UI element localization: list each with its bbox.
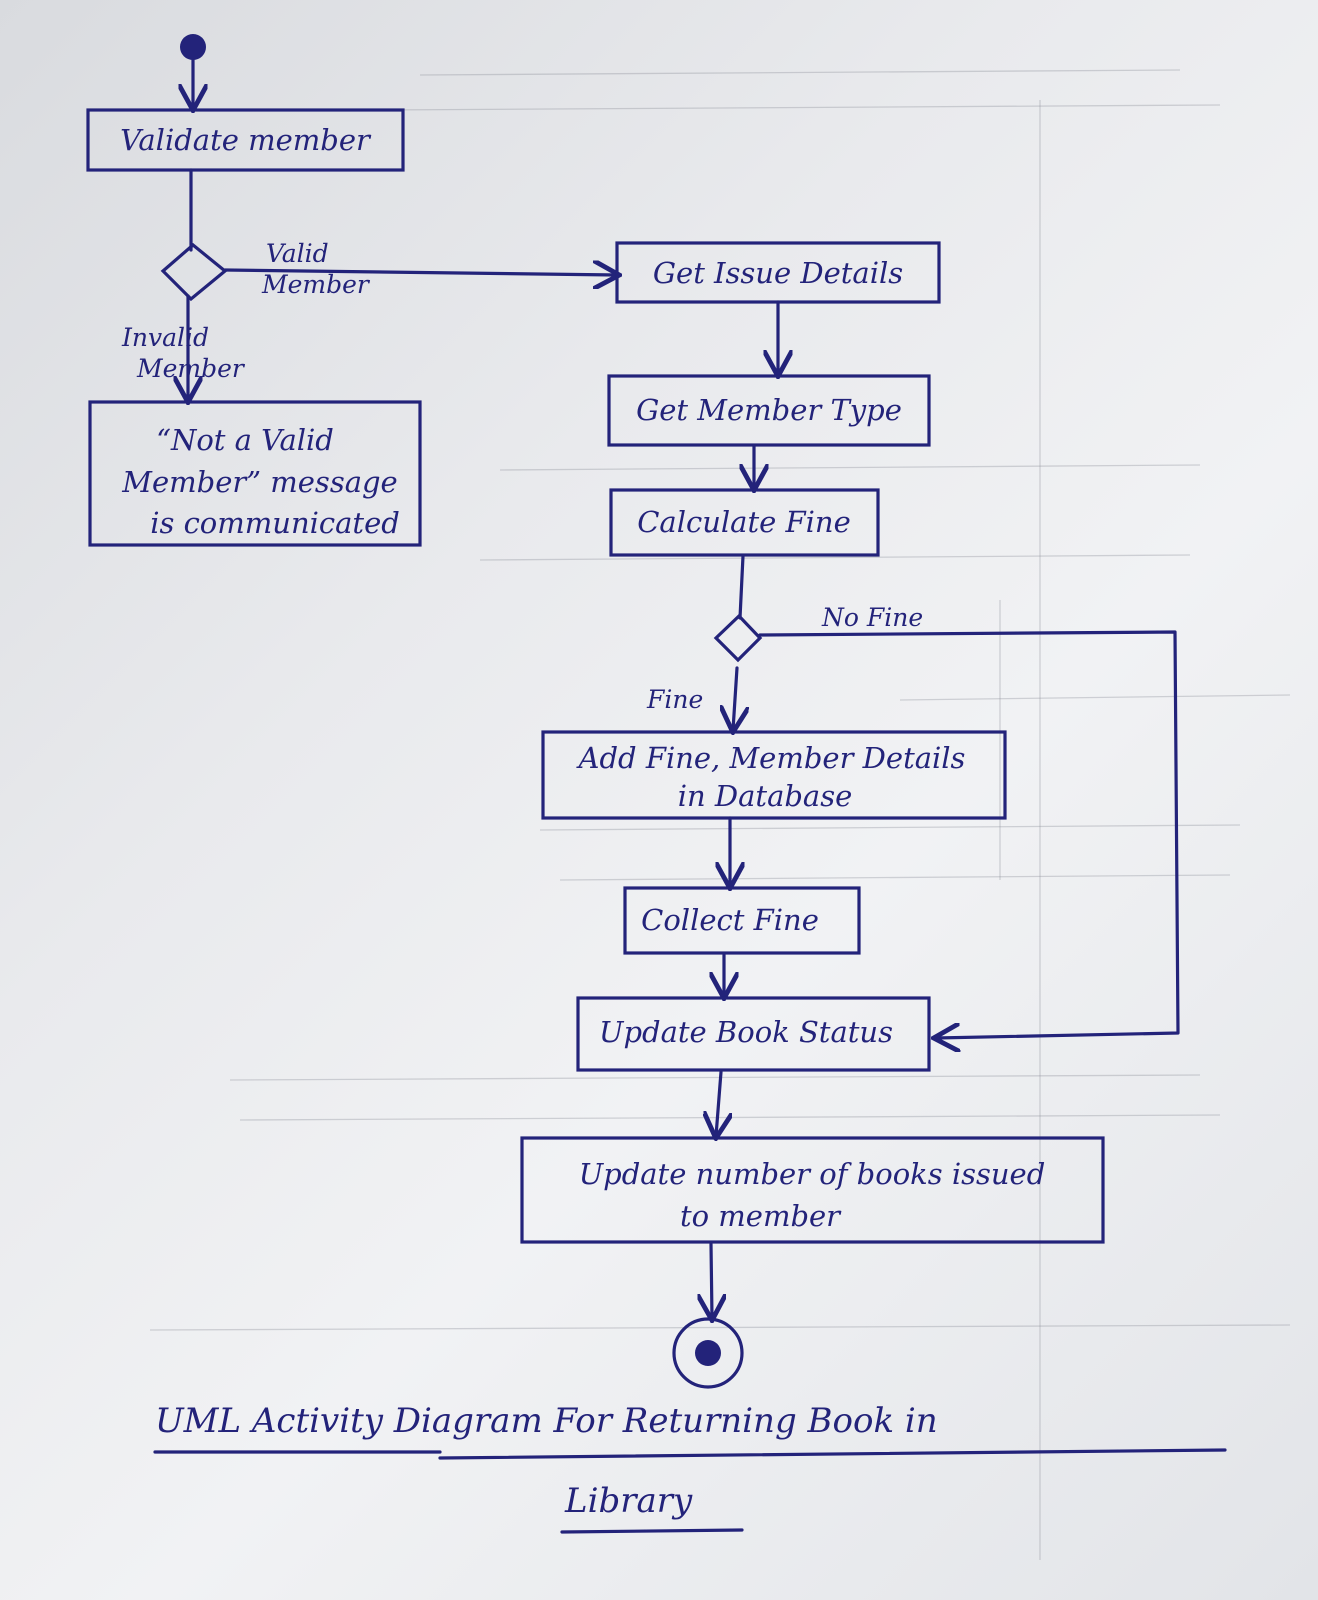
label-invalid-line1: Invalid xyxy=(121,323,209,352)
node-validate-member: Validate member xyxy=(86,108,405,172)
diagram-title: UML Activity Diagram For Returning Book … xyxy=(153,1401,1227,1534)
label-invalid-line2: Member xyxy=(136,354,246,383)
flow-edges xyxy=(188,56,1180,1318)
node-calculate-fine: Calculate Fine xyxy=(609,488,880,557)
edge-no-fine xyxy=(758,630,1180,1038)
node-get-issue-details: Get Issue Details xyxy=(615,241,941,304)
node-add-fine-line1: Add Fine, Member Details xyxy=(576,741,966,775)
edge-number-to-end xyxy=(711,1242,712,1318)
edge-status-to-number xyxy=(716,1070,721,1136)
edge-fine xyxy=(733,666,737,730)
node-collect-fine: Collect Fine xyxy=(623,886,861,955)
edge-valid-member xyxy=(223,270,617,275)
node-add-fine-line2: in Database xyxy=(678,779,853,813)
node-not-valid-line1: “Not a Valid xyxy=(156,423,334,457)
node-update-book-status-label: Update Book Status xyxy=(599,1015,893,1049)
node-validate-member-label: Validate member xyxy=(120,123,372,157)
node-not-valid-message: “Not a Valid Member” message is communic… xyxy=(88,400,422,547)
node-update-number-line2: to member xyxy=(680,1199,842,1233)
label-no-fine: No Fine xyxy=(821,603,923,632)
node-calculate-fine-label: Calculate Fine xyxy=(637,505,851,539)
decision-valid-member xyxy=(160,242,228,302)
title-line2-underline xyxy=(560,1528,744,1534)
final-node xyxy=(672,1317,744,1389)
node-not-valid-line2: Member” message xyxy=(121,465,397,499)
initial-node xyxy=(180,34,206,60)
title-underline-right xyxy=(438,1448,1227,1460)
node-update-number-issued: Update number of books issued to member xyxy=(520,1136,1105,1244)
label-valid-line2: Member xyxy=(261,270,371,299)
label-fine: Fine xyxy=(646,685,703,714)
node-not-valid-line3: is communicated xyxy=(150,506,400,540)
node-update-number-line1: Update number of books issued xyxy=(579,1157,1046,1191)
edge-calculate-to-decision xyxy=(738,554,745,620)
node-get-issue-details-label: Get Issue Details xyxy=(653,256,903,290)
node-update-book-status: Update Book Status xyxy=(576,996,931,1072)
label-valid-line1: Valid xyxy=(266,239,329,268)
node-get-member-type-label: Get Member Type xyxy=(636,393,902,427)
node-collect-fine-label: Collect Fine xyxy=(641,903,819,937)
node-get-member-type: Get Member Type xyxy=(607,374,931,447)
decision-fine xyxy=(713,613,763,663)
title-line1: UML Activity Diagram For Returning Book … xyxy=(155,1401,938,1441)
node-add-fine-details: Add Fine, Member Details in Database xyxy=(541,730,1007,820)
title-line2: Library xyxy=(564,1481,693,1521)
